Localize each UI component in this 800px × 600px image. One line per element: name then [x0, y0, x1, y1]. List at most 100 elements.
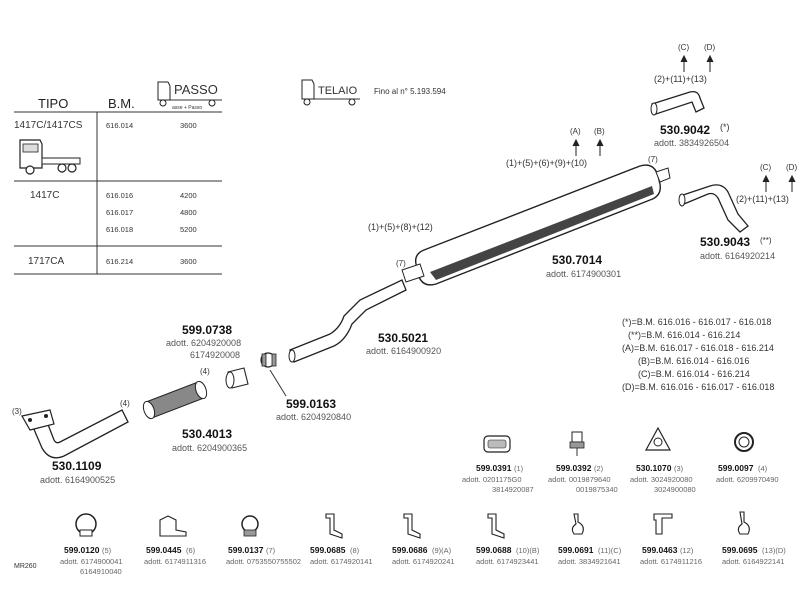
accessory-number: 599.0445: [146, 545, 182, 555]
part-adott: 6174920008: [190, 350, 240, 360]
part-ref: (7): [648, 155, 658, 164]
row-bm: 616.214: [106, 257, 133, 266]
accessory-hanger-icon: [737, 511, 750, 535]
telaio-label: TELAIO: [318, 85, 358, 97]
accessory-number: 599.0391: [476, 463, 512, 473]
accessory-ref: (5): [102, 546, 112, 555]
row-value: 4800: [180, 208, 197, 217]
accessory-adott: adott. 6174911316: [144, 557, 206, 566]
truck-cab-icon: [19, 139, 81, 175]
accessory-adott: adott. 6174911216: [640, 557, 702, 566]
part-mark: (**): [760, 236, 772, 245]
table-row: 1417C 616.016 4200: [30, 190, 197, 201]
part-mark: (*): [720, 122, 730, 132]
accessory-number: 599.0392: [556, 463, 592, 473]
table-header-bm: B.M.: [108, 96, 135, 111]
row-value: 3600: [180, 257, 197, 266]
part-adott: adott. 6164920214: [700, 251, 775, 261]
part-number: 530.9042: [660, 123, 710, 137]
diagram-code: MR260: [14, 563, 37, 570]
accessory-599-0686: 599.0686 (9)(A) adott. 6174920241: [392, 513, 455, 566]
part-530-7014: (7) 530.7014 adott. 6174900301: [401, 155, 671, 286]
table-row: 616.017 4800: [106, 208, 197, 217]
accessory-ref: (3): [674, 464, 684, 473]
row-bm: 616.016: [106, 191, 133, 200]
part-530-9042: 530.9042 (*) adott. 3834926504: [650, 90, 730, 148]
legend-line: (A)=B.M. 616.017 - 616.018 - 616.214: [622, 343, 774, 353]
row-bm: 616.017: [106, 208, 133, 217]
row-bm: 616.018: [106, 225, 133, 234]
part-ref: (4): [120, 399, 130, 408]
arrow-label: (D): [704, 43, 715, 52]
accessory-599-0137: 599.0137 (7) adott. 0753550755502: [226, 515, 301, 566]
accessory-adott: adott. 0019879640: [548, 475, 611, 484]
accessory-adott: 3814920087: [492, 485, 534, 494]
accessory-599-0695: 599.0695 (13)(D) adott. 6164922141: [722, 511, 786, 566]
telaio-icon: TELAIO Fino al n° 5.193.594: [301, 79, 446, 106]
arrow-label: (D): [786, 163, 797, 172]
accessory-ref: (12): [680, 546, 694, 555]
row-tipo: 1417C/1417CS: [14, 120, 83, 131]
accessory-adott: adott. 0201175G0: [462, 475, 522, 484]
accessory-adott: adott. 6164922141: [722, 557, 785, 566]
part-number: 599.0738: [182, 323, 232, 337]
accessory-599-0463: 599.0463 (12) adott. 6174911216: [640, 513, 702, 566]
accessory-number: 599.0097: [718, 463, 754, 473]
formula-tail-9042: (2)+(11)+(13): [654, 74, 707, 84]
accessory-adott: adott. 3024920080: [630, 475, 693, 484]
part-530-1109: (3) (4) 530.1109 adott. 6164900525: [12, 399, 130, 485]
accessory-530-1070: 530.1070 (3) adott. 3024920080 302490008…: [630, 426, 696, 494]
passo-label: PASSO: [174, 82, 218, 97]
telaio-note: Fino al n° 5.193.594: [374, 87, 446, 96]
legend-line: (C)=B.M. 616.014 - 616.214: [638, 369, 750, 379]
accessory-ref: (1): [514, 464, 524, 473]
accessory-adott: adott. 6174900041: [60, 557, 123, 566]
formula-muffler: (1)+(5)+(6)+(9)+(10): [506, 158, 587, 168]
part-number: 530.9043: [700, 235, 750, 249]
part-ref: (3): [12, 407, 22, 416]
accessory-hanger-icon: [325, 513, 343, 539]
arrow-label: (B): [594, 127, 605, 136]
accessory-599-0691: 599.0691 (11)(C) adott. 3834921641: [558, 513, 622, 566]
accessory-ref: (11)(C): [598, 546, 622, 555]
accessory-ref: (4): [758, 464, 768, 473]
part-adott: adott. 6164900920: [366, 346, 441, 356]
accessory-599-0688: 599.0688 (10)(B) adott. 6174923441: [476, 513, 540, 566]
formula-muffler-inlet: (1)+(5)+(8)+(12): [368, 222, 433, 232]
accessory-599-0097: 599.0097 (4) adott. 6209970490: [716, 432, 779, 484]
accessory-number: 599.0463: [642, 545, 678, 555]
accessory-number: 599.0695: [722, 545, 758, 555]
arrow-markers: (A) (B) (C) (D) (C) (D): [570, 43, 797, 192]
accessory-ref: (9)(A): [432, 546, 452, 555]
legend: (*)=B.M. 616.016 - 616.017 - 616.018 (**…: [622, 317, 774, 392]
accessory-ref: (8): [350, 546, 360, 555]
accessory-hanger-icon: [403, 513, 421, 539]
accessory-adott: 3024900080: [654, 485, 696, 494]
part-530-9043: 530.9043 (**) adott. 6164920214: [678, 184, 775, 261]
part-530-5021: (7) 530.5021 adott. 6164900920: [288, 259, 441, 363]
part-adott: adott. 6164900525: [40, 475, 115, 485]
accessory-adott: adott. 6174923441: [476, 557, 539, 566]
arrow-label: (C): [678, 43, 689, 52]
row-tipo: 1417C: [30, 190, 59, 201]
accessory-number: 599.0688: [476, 545, 512, 555]
accessory-clamp-icon: [241, 515, 259, 533]
row-value: 5200: [180, 225, 197, 234]
part-599-0738: 599.0738 adott. 6204920008 6174920008: [166, 323, 249, 389]
accessory-adott: adott. 6174920241: [392, 557, 455, 566]
accessory-adott: adott. 3834921641: [558, 557, 621, 566]
part-ref: (7): [396, 259, 406, 268]
accessory-599-0391: 599.0391 (1) adott. 0201175G0 3814920087: [462, 435, 534, 494]
row-bm: 616.014: [106, 121, 133, 130]
row-value: 3600: [180, 121, 197, 130]
table-row: 1417C/1417CS 616.014 3600: [14, 120, 197, 131]
part-number: 530.1109: [52, 459, 102, 473]
arrow-label: (A): [570, 127, 581, 136]
part-number: 599.0163: [286, 397, 336, 411]
legend-line: (B)=B.M. 616.014 - 616.016: [638, 356, 749, 366]
accessory-ref: (10)(B): [516, 546, 540, 555]
passo-subtext: asse + Passo: [172, 105, 202, 111]
part-adott: adott. 6174900301: [546, 269, 621, 279]
part-ref: (4): [200, 367, 210, 376]
